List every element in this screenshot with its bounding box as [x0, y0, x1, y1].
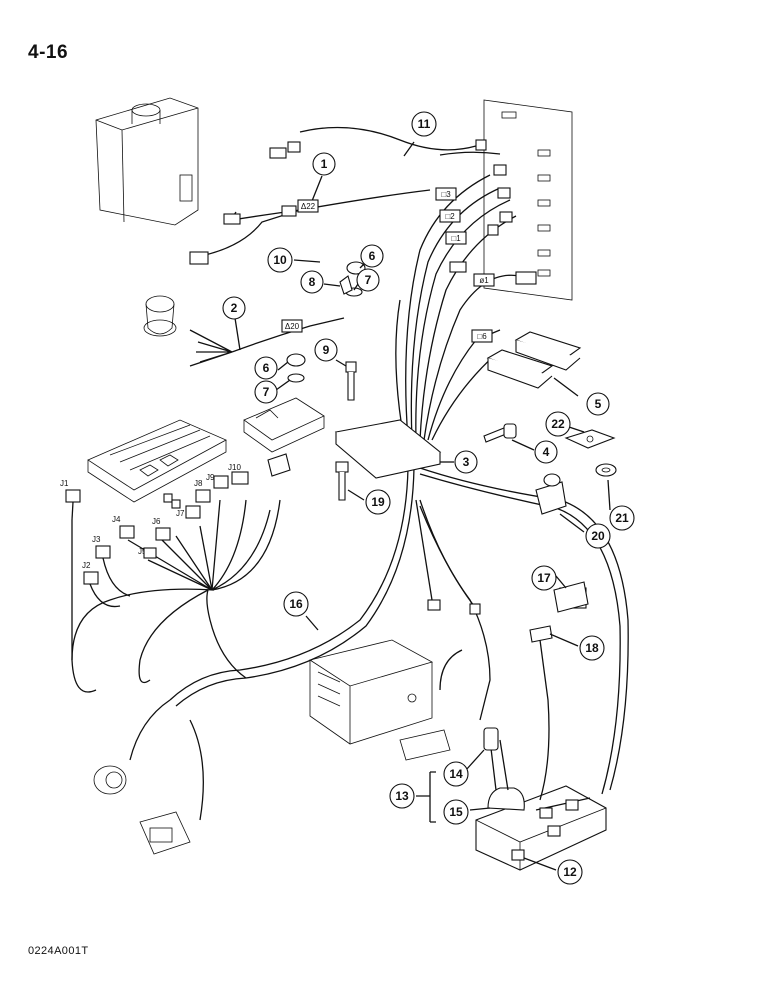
fasteners: [286, 261, 617, 613]
connector-j3: J3: [92, 535, 131, 597]
svg-text:4: 4: [543, 445, 550, 459]
connector-j1: J1: [60, 479, 81, 521]
wire-tag: □1: [445, 231, 467, 245]
svg-text:Δ22: Δ22: [301, 202, 316, 211]
svg-text:15: 15: [449, 805, 463, 819]
circuit-panel-board: [483, 99, 573, 301]
svg-text:22: 22: [551, 417, 565, 431]
svg-text:J6: J6: [152, 517, 161, 526]
callout-12: 12: [557, 859, 583, 885]
connector-j6: J6: [152, 517, 171, 541]
callout-9: 9: [314, 338, 338, 362]
svg-text:9: 9: [323, 343, 330, 357]
svg-text:J8: J8: [194, 479, 203, 488]
svg-text:17: 17: [537, 571, 551, 585]
svg-text:2: 2: [231, 301, 238, 315]
wire-tag: Δ20: [281, 319, 303, 333]
connector-j8: J8: [194, 479, 211, 503]
svg-text:11: 11: [418, 117, 431, 131]
svg-text:16: 16: [289, 597, 303, 611]
callout-4: 4: [534, 440, 558, 464]
callout-1: 1: [312, 152, 336, 176]
svg-text:□3: □3: [441, 190, 451, 199]
svg-text:J4: J4: [112, 515, 121, 524]
connector-j9: J9: [206, 473, 229, 489]
wire-tag: □3: [435, 187, 457, 201]
callout-20: 20: [585, 523, 611, 549]
svg-text:J2: J2: [82, 561, 91, 570]
j-connectors: J1 J2 J3 J4 J5 J6 J7: [60, 453, 291, 608]
connector-j10: J10: [228, 463, 249, 485]
connector-j7: J7: [176, 505, 201, 519]
svg-text:□2: □2: [445, 212, 455, 221]
callout-6: 6: [360, 244, 384, 268]
callout-3: 3: [454, 450, 478, 474]
connector-j5: J5: [138, 547, 157, 559]
callout-7: 7: [356, 268, 380, 292]
svg-text:J1: J1: [60, 479, 69, 488]
svg-text:1: 1: [321, 157, 328, 171]
page-number: 4-16: [28, 42, 69, 63]
callout-22: 22: [545, 411, 571, 437]
svg-text:19: 19: [371, 495, 385, 509]
callout-10: 10: [267, 247, 293, 273]
svg-text:13: 13: [395, 789, 409, 803]
callouts: 1 2 3 4 5 6 6 7: [222, 111, 635, 885]
svg-text:6: 6: [263, 361, 270, 375]
wire-tag: □6: [471, 329, 493, 343]
callout-14: 14: [443, 761, 469, 787]
svg-text:7: 7: [263, 385, 270, 399]
keypad-panel: [87, 419, 227, 503]
svg-text:J9: J9: [206, 473, 215, 482]
svg-text:7: 7: [365, 273, 372, 287]
callout-6: 6: [254, 356, 278, 380]
small-connectors: [189, 139, 587, 861]
reservoir-tank: [95, 97, 199, 226]
svg-text:Δ20: Δ20: [285, 322, 300, 331]
svg-text:8: 8: [309, 275, 316, 289]
svg-text:18: 18: [585, 641, 599, 655]
callout-8: 8: [300, 270, 324, 294]
callout-16: 16: [283, 591, 309, 617]
svg-text:10: 10: [273, 253, 287, 267]
wire-tag: ø1: [473, 273, 495, 287]
svg-text:5: 5: [595, 397, 602, 411]
callout-21: 21: [609, 505, 635, 531]
callout-13: 13: [389, 783, 415, 809]
svg-text:3: 3: [463, 455, 470, 469]
svg-text:J7: J7: [176, 509, 185, 518]
svg-text:20: 20: [591, 529, 605, 543]
lamp-and-indicator: [93, 765, 191, 855]
callout-17: 17: [531, 565, 557, 591]
wire-tag: Δ22: [297, 199, 319, 213]
callout-19: 19: [365, 489, 391, 515]
callout-11: 11: [411, 111, 437, 137]
control-module-box: [309, 639, 451, 761]
knob-assembly: [143, 295, 177, 337]
callout-18: 18: [579, 635, 605, 661]
svg-text:□6: □6: [477, 332, 487, 341]
figure-code: 0224A001T: [28, 945, 89, 957]
svg-text:ø1: ø1: [479, 276, 489, 285]
svg-text:6: 6: [369, 249, 376, 263]
connector-j2: J2: [82, 561, 121, 608]
svg-text:14: 14: [449, 767, 463, 781]
svg-text:J5: J5: [138, 547, 147, 556]
svg-text:J10: J10: [228, 463, 241, 472]
svg-text:12: 12: [563, 865, 577, 879]
callout-2: 2: [222, 296, 246, 320]
callout-5: 5: [586, 392, 610, 416]
wire-tags: Δ22 Δ20 □3 □2 □1 ø1 □6: [281, 187, 495, 343]
svg-text:21: 21: [615, 511, 629, 525]
callout-7: 7: [254, 380, 278, 404]
connector-j4: J4: [112, 515, 135, 539]
wire-tag: □2: [439, 209, 461, 223]
svg-text:J3: J3: [92, 535, 101, 544]
leader-lines: [234, 141, 611, 871]
svg-text:□1: □1: [451, 234, 461, 243]
callout-15: 15: [443, 799, 469, 825]
switch-block: [243, 397, 325, 453]
